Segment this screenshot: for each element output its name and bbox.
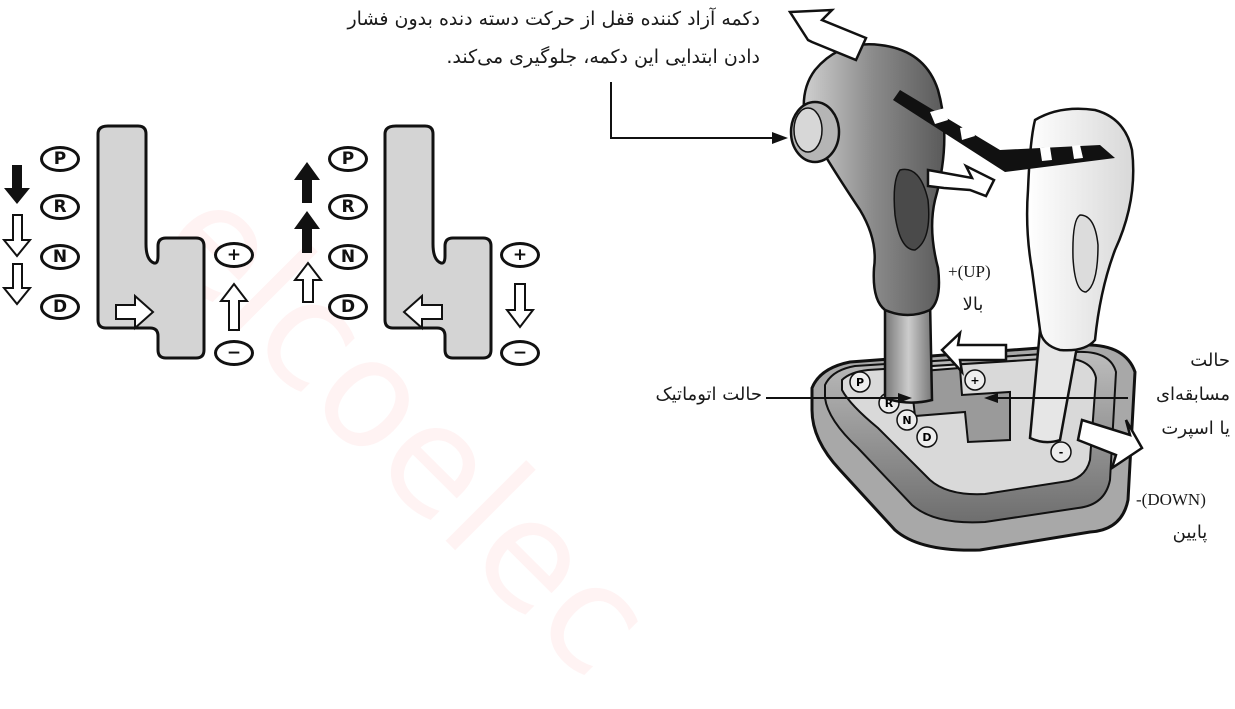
down-label-en: -(DOWN) — [1136, 490, 1206, 509]
release-button-caption-line2: دادن ابتدایی این دکمه، جلوگیری می‌کند. — [446, 46, 760, 68]
gate-slot — [383, 124, 493, 360]
gate-badge-n: N — [328, 244, 368, 270]
gate-diagram-manual — [292, 124, 536, 360]
up-label-fa: بالا — [962, 294, 984, 315]
gate-badge-r: R — [328, 194, 368, 220]
arrow-left-icon — [402, 293, 443, 331]
sport-mode-label-line3: یا اسپرت — [1161, 418, 1230, 439]
arrow-down-right-outline-icon — [1076, 418, 1144, 471]
down-label-fa: پایین — [1172, 522, 1208, 543]
sport-mode-label-line2: مسابقه‌ای — [1155, 384, 1230, 405]
gate-slot — [96, 124, 206, 360]
gate-badge-minus: − — [500, 340, 540, 366]
arrow-down-outline-icon — [1, 214, 33, 258]
shifter-knob-manual — [1025, 107, 1135, 444]
arrow-up-outline-icon — [218, 282, 250, 331]
arrow-down-outline-icon — [504, 283, 536, 329]
gate-badge-n: N — [40, 244, 80, 270]
base-label-r: R — [885, 397, 894, 410]
arrow-up-outline-icon — [940, 329, 1008, 376]
arrow-up-outline-icon — [292, 261, 324, 303]
leader-lines — [610, 82, 1128, 399]
shifter-knob-auto — [789, 43, 946, 404]
gate-badge-r: R — [40, 194, 80, 220]
base-label-n: N — [902, 414, 911, 427]
arrow-up-left-outline-icon — [787, 8, 868, 62]
arrow-right-icon — [115, 293, 155, 331]
base-label-d: D — [922, 431, 931, 444]
base-label-minus: - — [1059, 446, 1064, 459]
motion-band — [893, 90, 1115, 172]
gate-badge-minus: − — [214, 340, 254, 366]
arrow-up-solid-icon — [294, 162, 320, 203]
sport-mode-label-line1: حالت — [1190, 350, 1230, 371]
release-button-caption-line1: دکمه آزاد کننده قفل از حرکت دسته دنده بد… — [347, 8, 761, 30]
gate-diagram-auto — [1, 124, 250, 360]
auto-mode-label: حالت اتوماتیک — [655, 384, 762, 405]
shifter-illustration: P R N D + - — [1, 8, 1144, 552]
gate-badge-plus: + — [214, 242, 254, 268]
gate-badge-d: D — [328, 294, 368, 320]
gate-badge-p: P — [40, 146, 80, 172]
shifter-base: P R N D + - — [810, 343, 1137, 552]
base-label-p: P — [856, 376, 864, 389]
arrow-down-outline-icon-2 — [1, 263, 33, 306]
up-label-en: +(UP) — [948, 262, 991, 281]
arrow-up-solid-icon-2 — [294, 211, 320, 253]
arrow-down-solid-icon — [4, 165, 30, 204]
base-label-plus: + — [970, 374, 979, 387]
gate-badge-d: D — [40, 294, 80, 320]
diagram-canvas: elcoelec — [1, 8, 1230, 709]
gate-badge-p: P — [328, 146, 368, 172]
arrow-down-right-solid-outline-icon — [926, 163, 996, 198]
gate-badge-plus: + — [500, 242, 540, 268]
